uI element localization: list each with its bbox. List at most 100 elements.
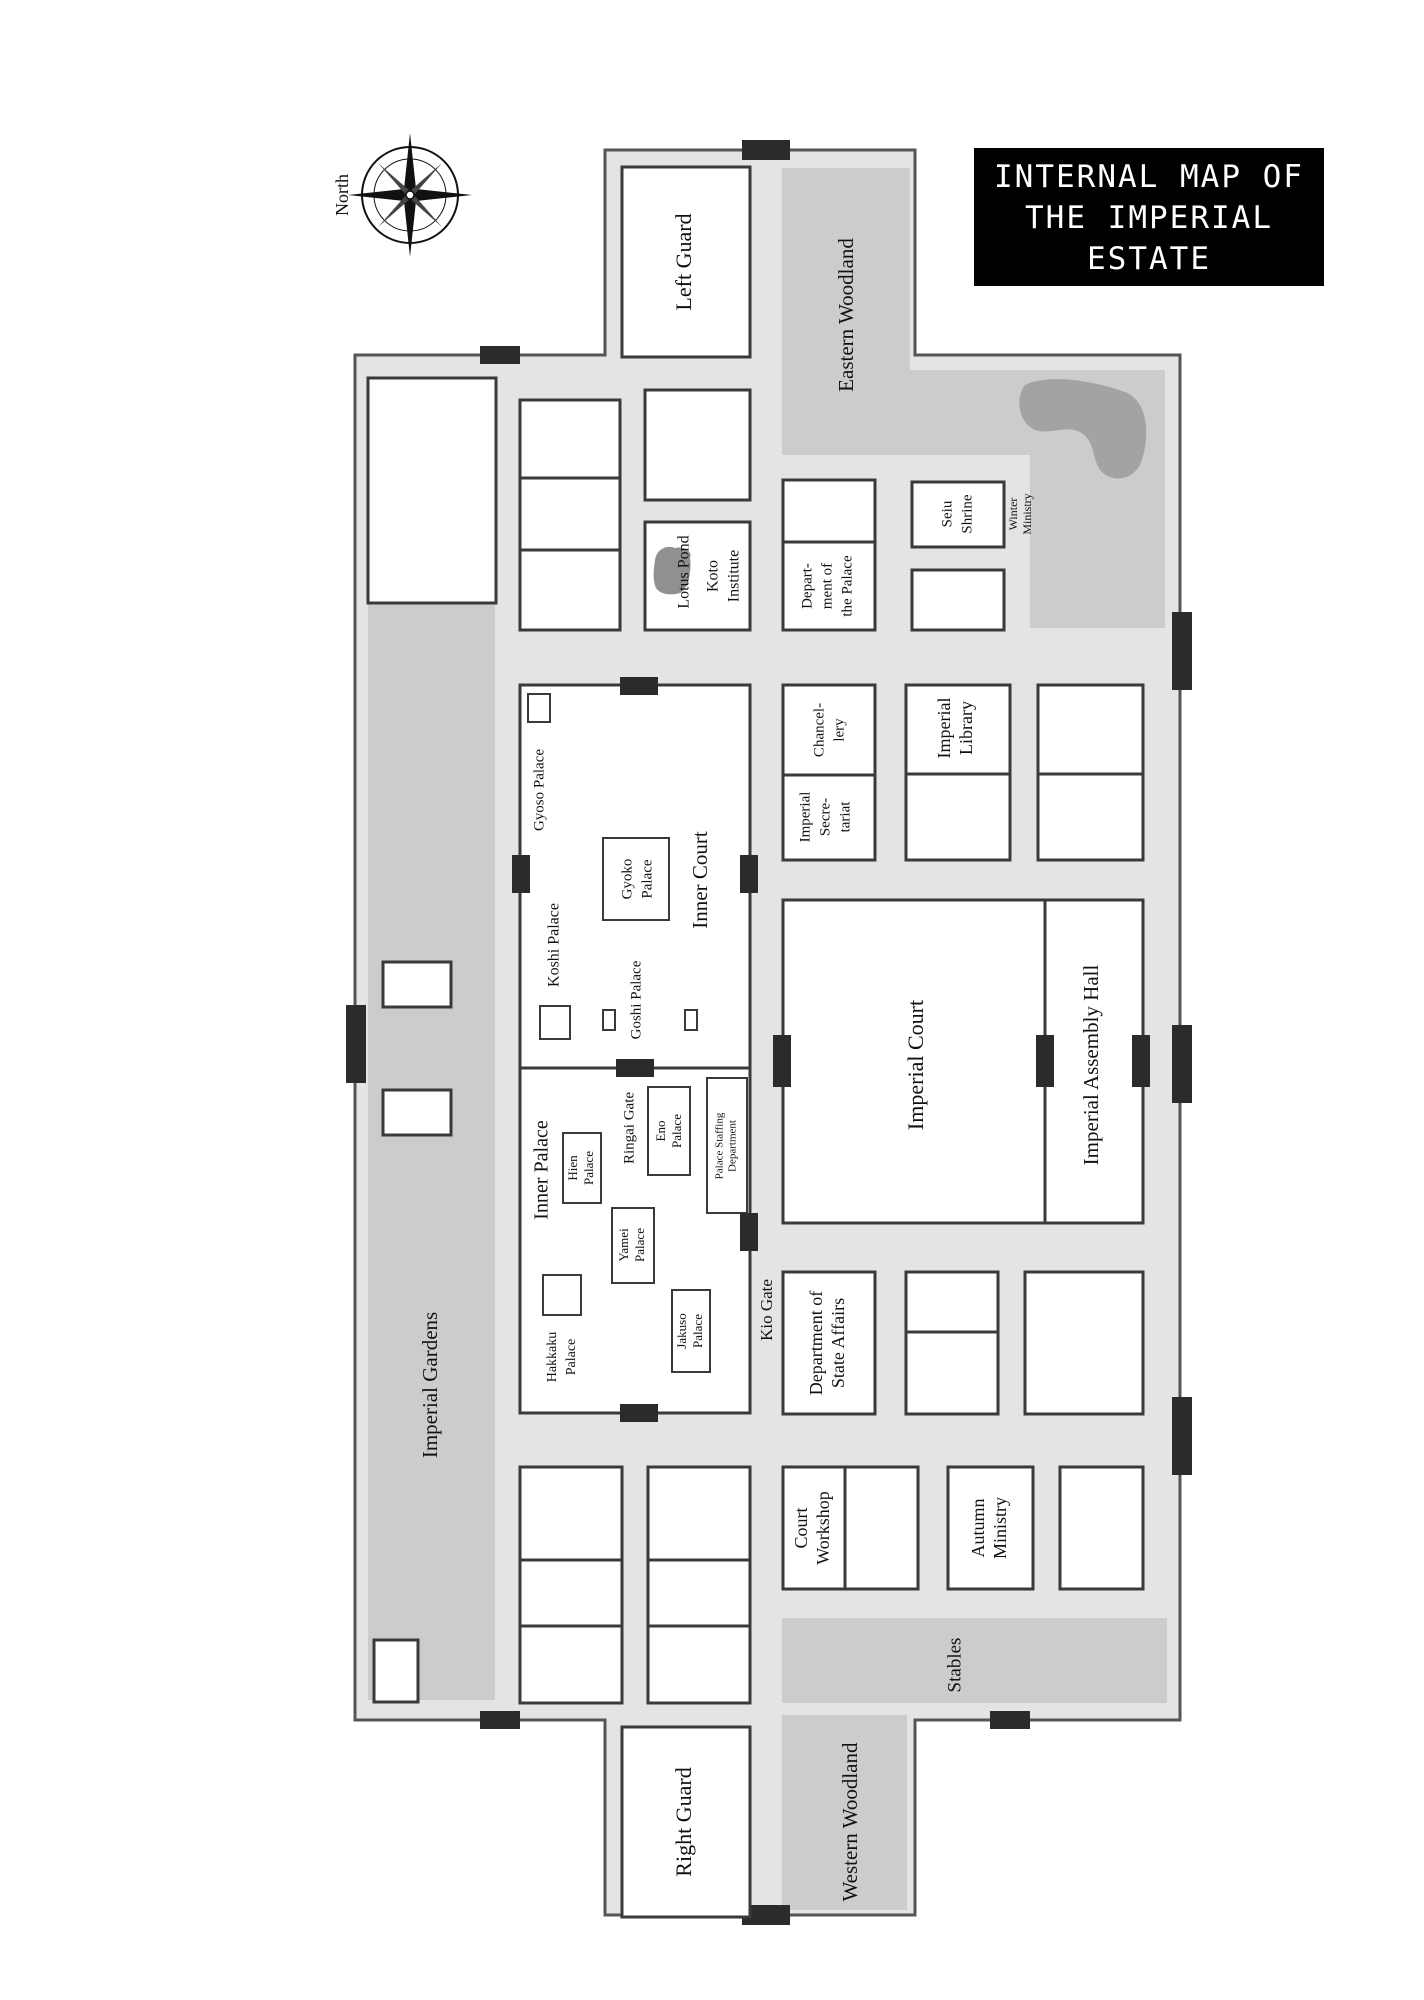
west-lower-gate[interactable] [480,1711,520,1729]
lotus-pond-shape [653,546,691,595]
southeast-building[interactable] [1058,1465,1145,1591]
compass-label: North [332,174,352,216]
eno-palace-building[interactable] [647,1086,691,1176]
garden-pavilion-2[interactable] [381,1088,453,1137]
inner-court-east-gate[interactable] [740,855,758,893]
hakkaku-palace-building[interactable] [542,1274,582,1316]
western-woodland-label: Western Woodland [838,1742,862,1901]
garden-pavilion-3[interactable] [372,1638,420,1704]
palace-staffing-department-building[interactable] [706,1077,748,1214]
hien-palace-label-line-1: Hien [565,1155,580,1181]
department-of-state-affairs-building[interactable] [781,1270,877,1416]
ringai-gate-label: Ringai Gate [621,1092,637,1164]
hakkaku-palace-label-line-2: Palace [564,1339,579,1376]
autumn-ministry-label-line-2: Ministry [990,1497,1010,1559]
eastern-woodland-area[interactable] [782,168,1165,628]
goshi-palace-building-2[interactable] [684,1009,698,1031]
east-gate-3[interactable] [1172,1397,1192,1475]
hien-palace-label-line-2: Palace [581,1151,596,1185]
seiu-shrine-label-line-1: Seiu [939,500,955,527]
left-guard-building[interactable] [620,165,752,359]
imperial-secretariat-building[interactable] [781,773,877,862]
department-of-the-palace-building[interactable] [781,478,877,632]
southwest-building-b2[interactable] [646,1558,752,1628]
imperial-library-label-line-2: Library [956,701,976,755]
northwest-building-1[interactable] [518,398,622,480]
imperial-court-building[interactable] [781,898,1047,1225]
department-of-the-palace-label-line-3: the Palace [839,555,855,617]
hakkaku-palace-label-line-1: Hakkaku [545,1332,560,1383]
gyoko-palace-building[interactable] [602,837,670,921]
left-guard-label: Left Guard [671,213,696,310]
imperial-library-label-line-1: Imperial [934,698,954,759]
imperial-secretariat-label-line-2: Secre- [817,798,833,836]
koto-institute-label-line-2: Institute [726,550,743,602]
imperial-court-east-gate[interactable] [1036,1035,1054,1087]
inner-palace-label: Inner Palace [531,1120,553,1220]
southwest-building-b3[interactable] [646,1624,752,1705]
map-title-box [974,148,1324,286]
southwest-building-b1[interactable] [646,1465,752,1562]
east-lower-gate[interactable] [990,1711,1030,1729]
assembly-hall-east-gate[interactable] [1132,1035,1150,1087]
south-gate[interactable] [742,1905,790,1925]
southwest-building-a1[interactable] [518,1465,624,1562]
chancellery-label-line-2: lery [831,718,847,742]
autumn-ministry-building[interactable] [946,1465,1035,1591]
right-guard-label: Right Guard [671,1767,696,1876]
small-building-east[interactable] [910,568,1006,632]
inner-palace-south-gate[interactable] [620,1404,658,1422]
south-building-2[interactable] [904,1330,1000,1416]
eno-palace-label-line-1: Eno [653,1121,668,1142]
department-of-the-palace-label-line-1: Depart- [799,563,815,609]
ringai-gate[interactable] [616,1059,654,1077]
southwest-building-a3[interactable] [518,1624,624,1705]
gyoso-palace-building[interactable] [527,693,551,723]
north-gate[interactable] [742,140,790,160]
west-main-gate[interactable] [346,1005,366,1083]
inner-court-west-gate[interactable] [512,855,530,893]
map-title-line-2: THE IMPERIAL [1025,200,1273,236]
south-building-3[interactable] [1023,1270,1145,1416]
right-guard-building[interactable] [620,1725,752,1919]
imperial-secretariat-label-line-3: tariat [837,801,853,833]
stables-area[interactable] [782,1618,1167,1703]
west-upper-gate[interactable] [480,346,520,364]
department-of-state-affairs-label-line-1: Department of [806,1291,826,1395]
northwest-building-2[interactable] [518,476,622,552]
garden-pavilion-1[interactable] [381,960,453,1009]
department-of-state-affairs-label-line-2: State Affairs [828,1298,848,1388]
imperial-secretariat-label-line-1: Imperial [797,792,813,843]
inner-court-label: Inner Court [688,831,712,929]
yamei-palace-building[interactable] [611,1207,655,1284]
koto-institute-label-line-1: Koto [705,560,722,592]
southwest-building-a2[interactable] [518,1558,624,1628]
northwest-building-large[interactable] [366,376,498,605]
court-workshop-label-line-1: Court [791,1507,811,1548]
east-gate-1[interactable] [1172,612,1192,690]
koshi-palace-label: Koshi Palace [546,903,563,987]
goshi-palace-building-1[interactable] [602,1009,616,1031]
palace-staffing-department-label-line-1: Palace Staffing [714,1112,726,1179]
jakuso-palace-building[interactable] [671,1289,711,1373]
court-workshop-label-line-2: Workshop [813,1491,833,1565]
imperial-gardens-area[interactable] [368,600,495,1700]
seiu-shrine-building[interactable] [910,480,1006,549]
koshi-palace-building[interactable] [539,1005,571,1040]
hien-palace-building[interactable] [562,1132,602,1204]
chancellery-building[interactable] [781,683,877,777]
imperial-court-label: Imperial Court [903,1000,928,1130]
kio-gate[interactable] [740,1213,758,1251]
imperial-assembly-hall-label: Imperial Assembly Hall [1079,965,1103,1166]
east-gate-2[interactable] [1172,1025,1192,1103]
north-building-small[interactable] [643,388,752,502]
inner-court-north-gate[interactable] [620,677,658,695]
northwest-building-3[interactable] [518,548,622,632]
south-building-1[interactable] [904,1270,1000,1334]
court-workshop-building[interactable] [781,1465,920,1591]
eastern-woodland-label: Eastern Woodland [834,238,858,392]
imperial-court-west-gate[interactable] [773,1035,791,1087]
map-title-line-1: INTERNAL MAP OF [994,159,1304,195]
western-woodland-area[interactable] [782,1715,907,1910]
